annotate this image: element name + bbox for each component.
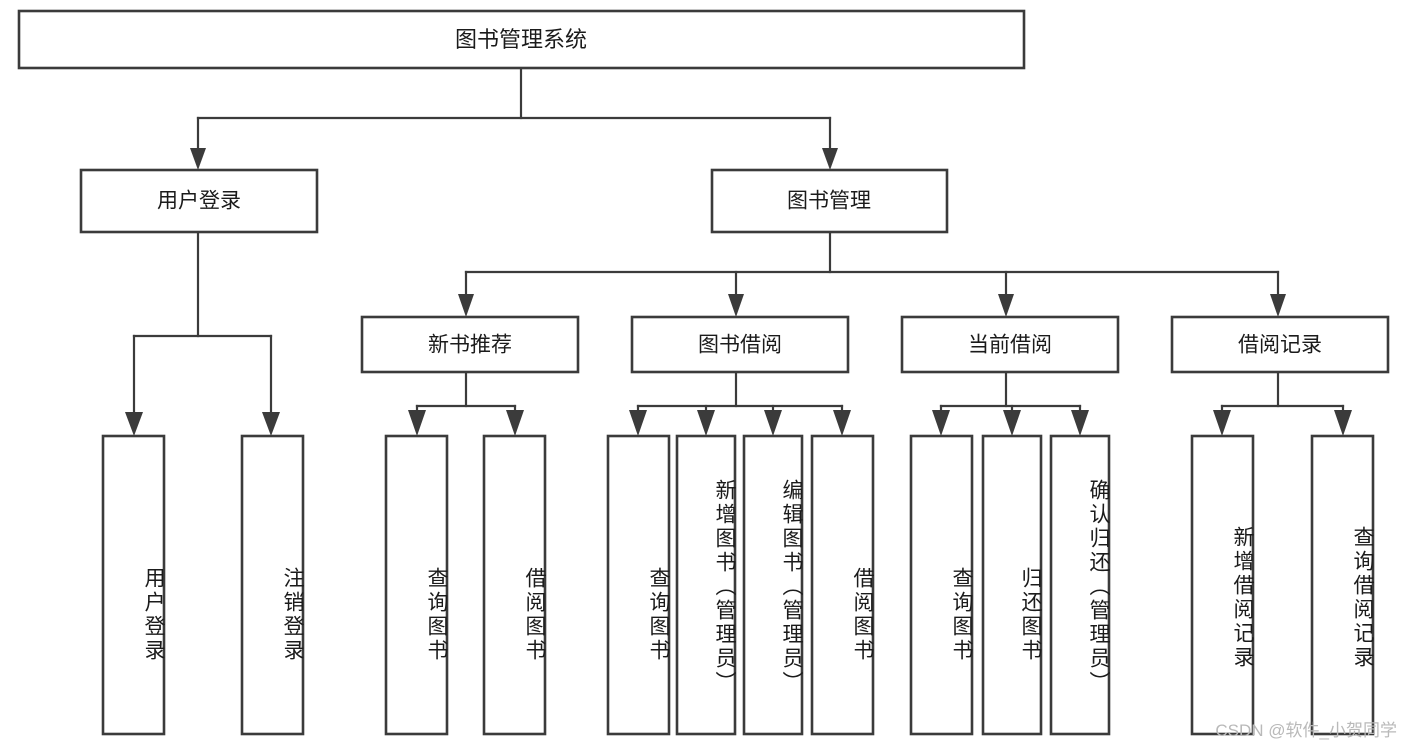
node-new-book-recommend[interactable]: 新书推荐	[360, 315, 580, 374]
connector-group-user-login	[125, 230, 280, 436]
node-leaf-box-2[interactable]	[384, 434, 449, 736]
node-book-manage-box[interactable]	[710, 168, 949, 234]
node-leaf-box-1[interactable]	[240, 434, 305, 736]
arrow-icon-user-leaf2	[262, 412, 280, 436]
connector-group-root	[190, 66, 838, 170]
node-book-borrow[interactable]: 图书借阅	[630, 315, 850, 374]
arrow-icon-book-to-current	[998, 294, 1014, 317]
node-current-borrow[interactable]: 当前借阅	[900, 315, 1120, 374]
arrow-icon-borrow-leaf4	[833, 410, 851, 436]
node-leaf-box-3[interactable]	[482, 434, 547, 736]
csdn-watermark: CSDN @软件_小贺同学	[1215, 721, 1397, 740]
arrow-icon-record-leaf2	[1334, 410, 1352, 436]
node-leaf-box-8[interactable]	[909, 434, 974, 736]
node-current-borrow-box[interactable]	[900, 315, 1120, 374]
node-book-borrow-box[interactable]	[630, 315, 850, 374]
node-leaf-box-11[interactable]	[1190, 434, 1255, 736]
arrow-icon-borrow-leaf1	[629, 410, 647, 436]
node-root-box[interactable]	[17, 9, 1026, 70]
node-leaf-box-12[interactable]	[1310, 434, 1375, 736]
node-new-book-recommend-box[interactable]	[360, 315, 580, 374]
arrow-icon-record-leaf1	[1213, 410, 1231, 436]
node-leaf-box-9[interactable]	[981, 434, 1043, 736]
node-leaf-box-4[interactable]	[606, 434, 671, 736]
node-borrow-record-label: 借阅记录	[1238, 334, 1322, 357]
connector-group-record	[1213, 370, 1352, 436]
node-book-manage[interactable]: 图书管理	[710, 168, 949, 234]
node-user-login-label: 用户登录	[157, 190, 241, 213]
connector-group-newbook	[408, 370, 524, 436]
node-user-login-box[interactable]	[79, 168, 319, 234]
arrow-icon-book-to-borrow	[728, 294, 744, 317]
arrow-icon-root-to-user	[190, 148, 206, 170]
arrow-icon-user-leaf1	[125, 412, 143, 436]
node-root[interactable]: 图书管理系统	[17, 9, 1026, 70]
node-book-borrow-label: 图书借阅	[698, 334, 782, 357]
arrow-icon-book-to-record	[1270, 294, 1286, 317]
node-borrow-record-box[interactable]	[1170, 315, 1390, 374]
arrow-icon-newbook-leaf1	[408, 410, 426, 436]
arrow-icon-current-leaf1	[932, 410, 950, 436]
connector-group-current	[932, 370, 1089, 436]
node-user-login[interactable]: 用户登录	[79, 168, 319, 234]
node-leaf-box-10[interactable]	[1049, 434, 1111, 736]
node-leaf-box-0[interactable]	[101, 434, 166, 736]
node-current-borrow-label: 当前借阅	[968, 334, 1052, 357]
connector-group-book-manage	[458, 230, 1286, 317]
arrow-icon-borrow-leaf2	[697, 410, 715, 436]
node-leaf-box-5[interactable]	[675, 434, 737, 736]
arrow-icon-borrow-leaf3	[764, 410, 782, 436]
node-leaf-box-7[interactable]	[810, 434, 875, 736]
node-leaf-box-6[interactable]	[742, 434, 804, 736]
arrow-icon-book-to-newbook	[458, 294, 474, 317]
arrow-icon-root-to-book	[822, 148, 838, 170]
arrow-icon-newbook-leaf2	[506, 410, 524, 436]
node-new-book-recommend-label: 新书推荐	[428, 334, 512, 357]
arrow-icon-current-leaf2	[1003, 410, 1021, 436]
node-borrow-record[interactable]: 借阅记录	[1170, 315, 1390, 374]
node-book-manage-label: 图书管理	[787, 190, 871, 213]
node-root-label: 图书管理系统	[455, 27, 587, 52]
connector-group-borrow	[629, 370, 851, 436]
arrow-icon-current-leaf3	[1071, 410, 1089, 436]
